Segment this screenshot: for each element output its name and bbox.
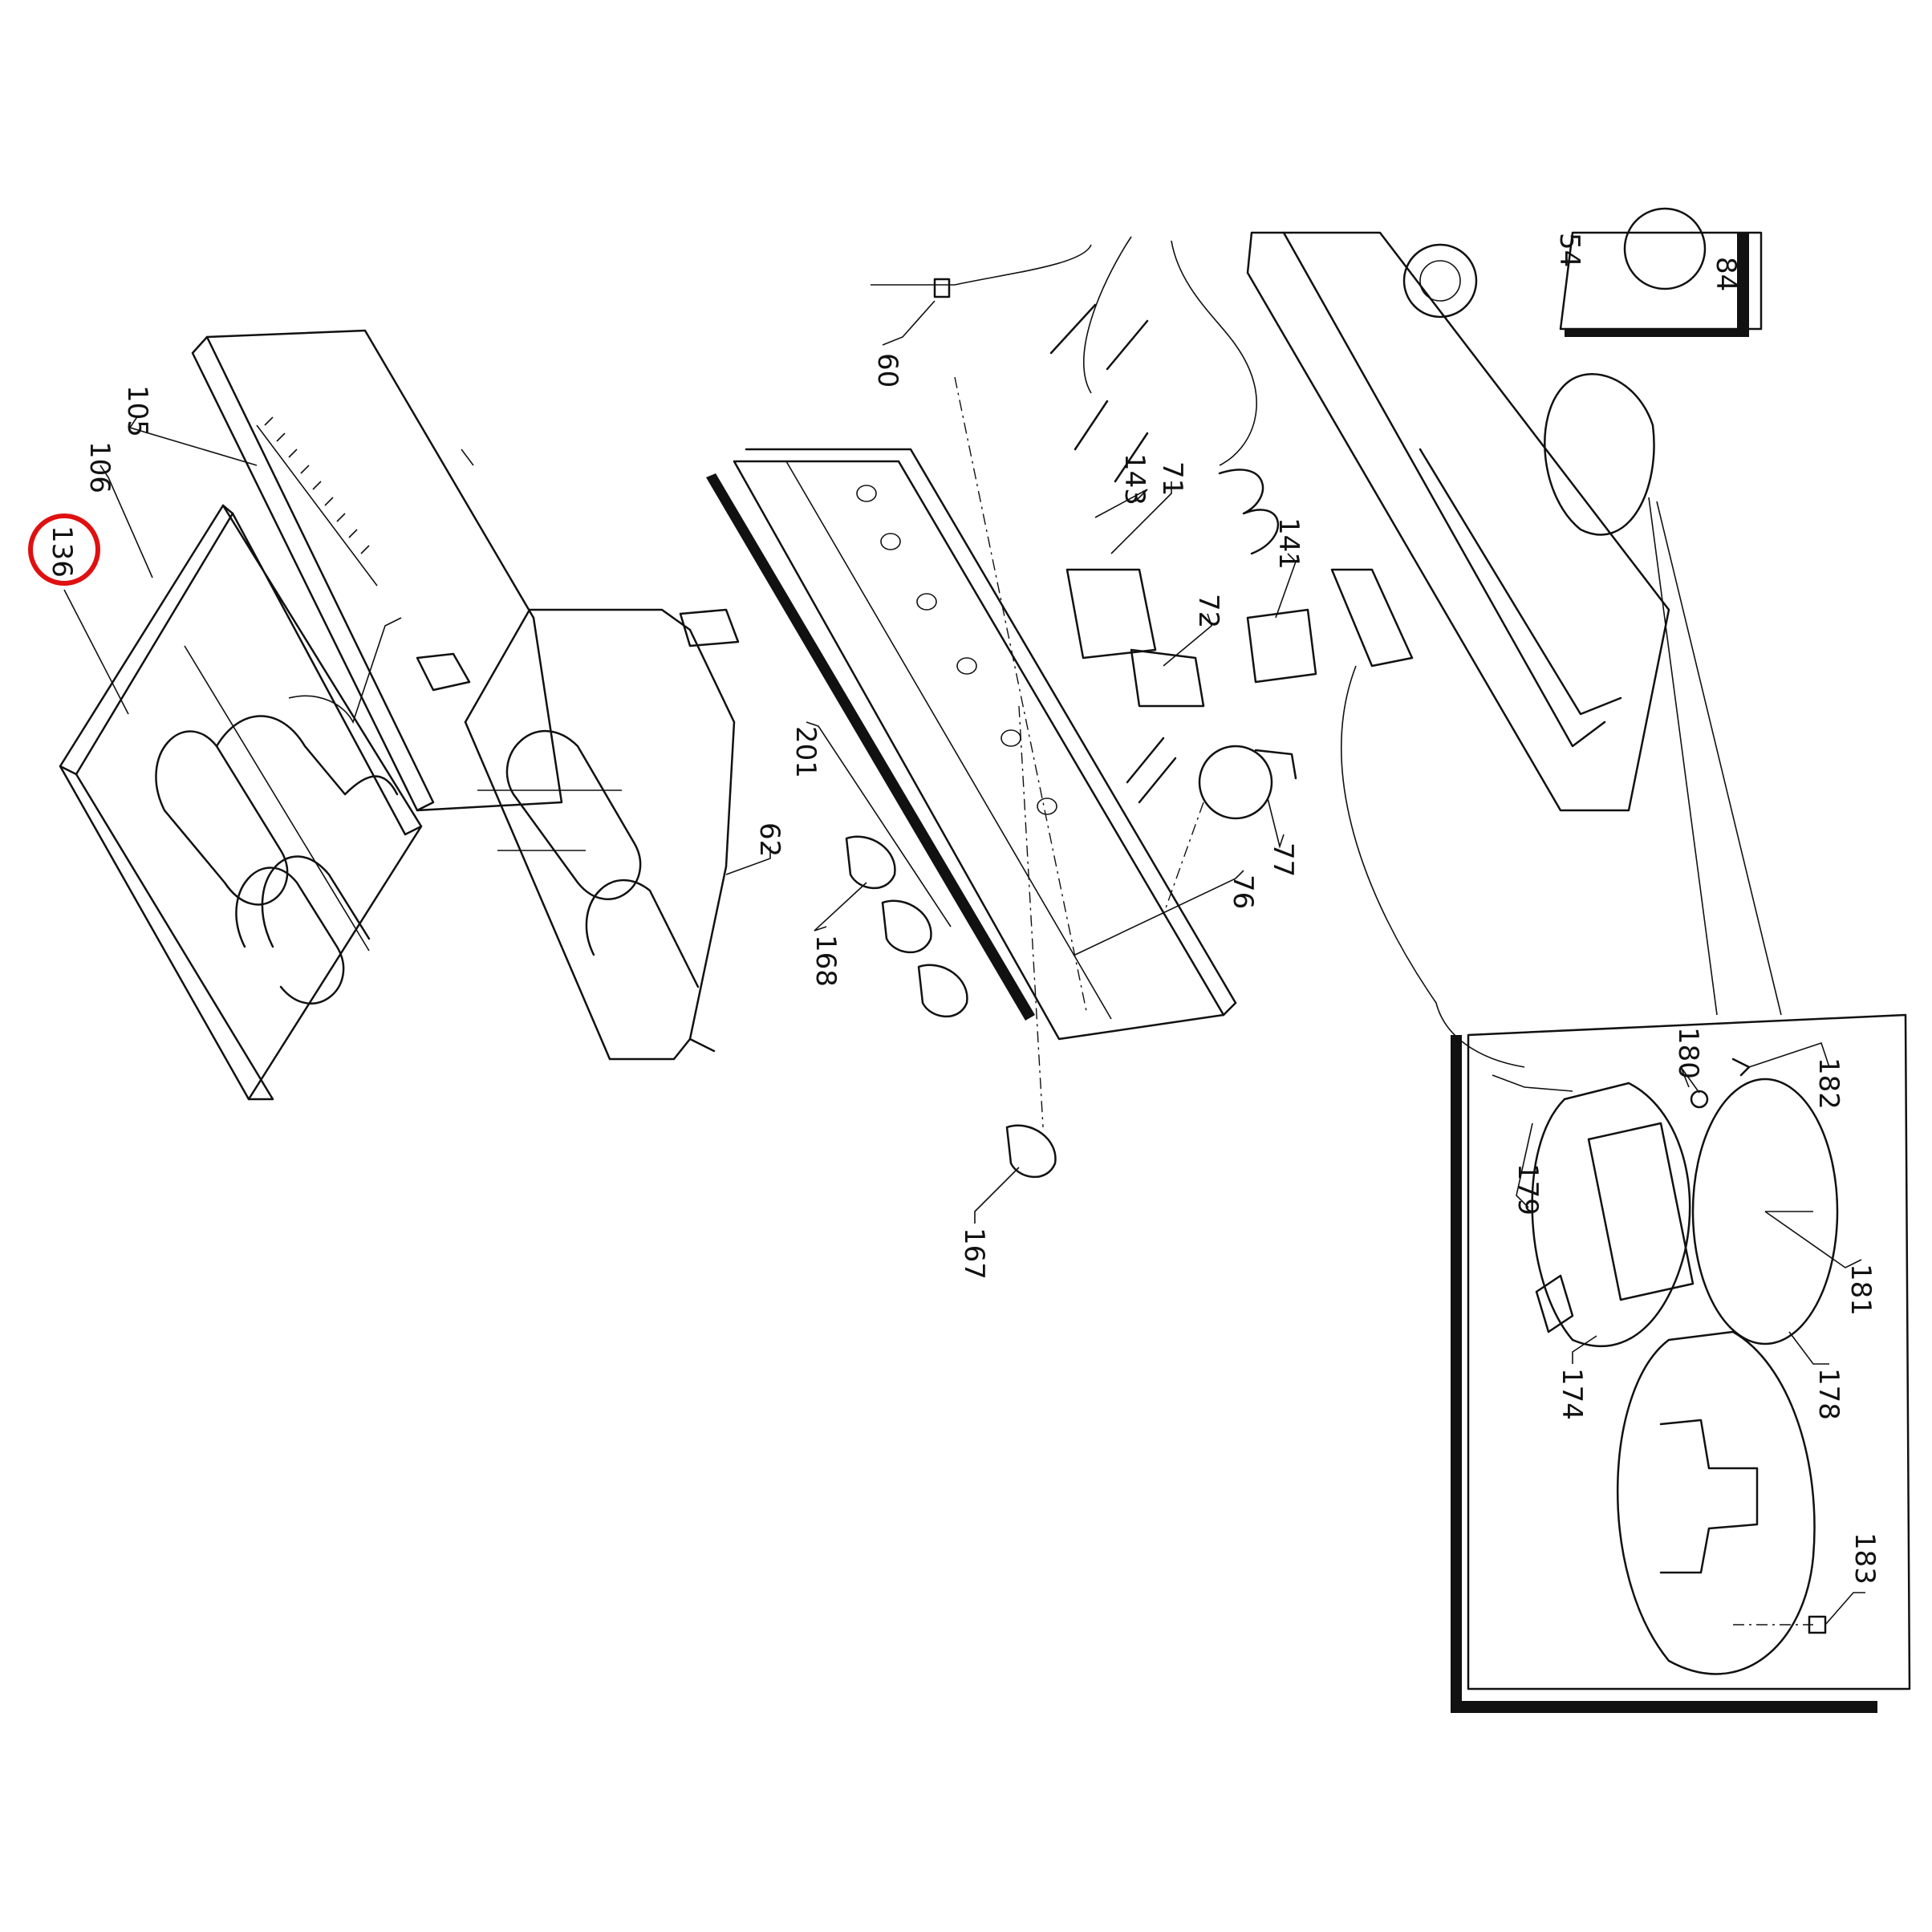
label-183: 183 (1849, 1532, 1881, 1585)
label-201: 201 (789, 726, 822, 778)
label-72: 72 (1192, 594, 1224, 628)
label-141: 141 (1272, 518, 1305, 570)
grill-element (464, 608, 740, 1061)
label-178: 178 (1812, 1368, 1845, 1420)
burner-detail-inset (1451, 1013, 1911, 1713)
leader-lines (63, 300, 1865, 1626)
label-77: 77 (1267, 842, 1299, 877)
label-71: 71 (1156, 461, 1188, 496)
part-labels: 60 105 106 136 143 71 141 72 201 62 168 … (46, 233, 1881, 1585)
label-76: 76 (1227, 875, 1259, 909)
label-143: 143 (1118, 453, 1151, 505)
label-179: 179 (1512, 1163, 1544, 1216)
label-180: 180 (1672, 1027, 1704, 1079)
label-168: 168 (810, 935, 842, 987)
label-62: 62 (753, 822, 785, 857)
rear-panel (191, 329, 563, 812)
label-136: 136 (46, 526, 78, 578)
label-106: 106 (83, 441, 116, 493)
control-panel (706, 448, 1237, 1041)
label-167: 167 (958, 1228, 990, 1280)
label-54: 54 (1553, 233, 1585, 267)
label-181: 181 (1845, 1264, 1877, 1316)
label-174: 174 (1556, 1368, 1588, 1420)
hob-top (1246, 207, 1782, 1016)
oven-base-plate (59, 504, 423, 1101)
lower-heating-element (155, 617, 402, 1005)
highlight-circle (28, 513, 100, 586)
wiring-and-controls (871, 236, 1525, 1128)
label-60: 60 (871, 353, 903, 388)
control-knobs (845, 835, 1057, 1179)
label-84: 84 (1710, 257, 1742, 291)
label-105: 105 (121, 385, 153, 437)
label-182: 182 (1812, 1057, 1845, 1110)
